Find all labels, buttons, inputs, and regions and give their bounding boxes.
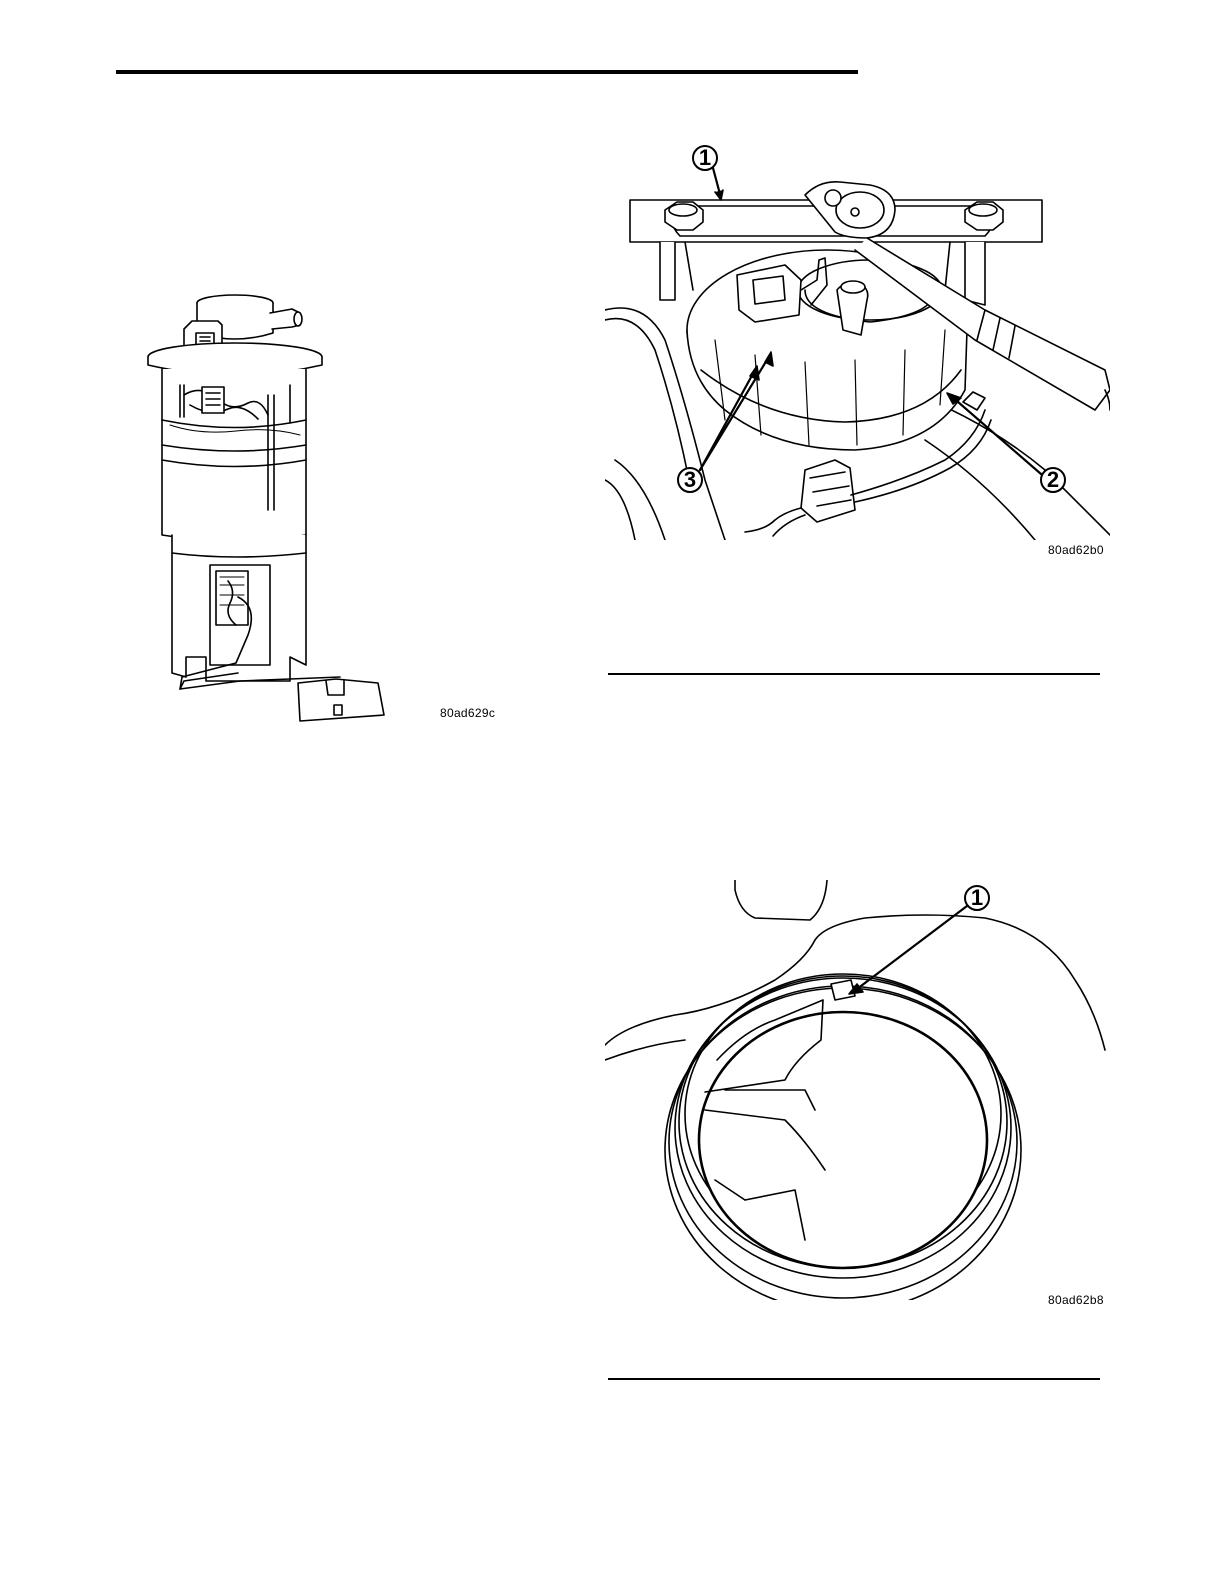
figure-pump-lock-ring-removal: 1 2 3 xyxy=(605,140,1110,540)
figure-lock-ring-alignment: 1 xyxy=(605,880,1110,1300)
figure-fuel-pump-module xyxy=(140,285,410,725)
callout-1: 1 xyxy=(699,145,711,170)
callout-3: 3 xyxy=(684,467,696,492)
callout-2: 2 xyxy=(1047,467,1059,492)
figure-code-80ad62b8: 80ad62b8 xyxy=(1048,1293,1104,1307)
header-rule xyxy=(116,70,858,74)
callout-1: 1 xyxy=(971,885,983,910)
fuel-pump-module-illustration xyxy=(140,285,410,725)
figure-separator-2 xyxy=(608,1378,1100,1380)
lock-ring-removal-illustration: 1 2 3 xyxy=(605,140,1110,540)
figure-separator-1 xyxy=(608,673,1100,675)
figure-code-80ad629c: 80ad629c xyxy=(440,706,495,720)
figure-code-80ad62b0: 80ad62b0 xyxy=(1048,543,1104,557)
lock-ring-alignment-illustration: 1 xyxy=(605,880,1110,1300)
